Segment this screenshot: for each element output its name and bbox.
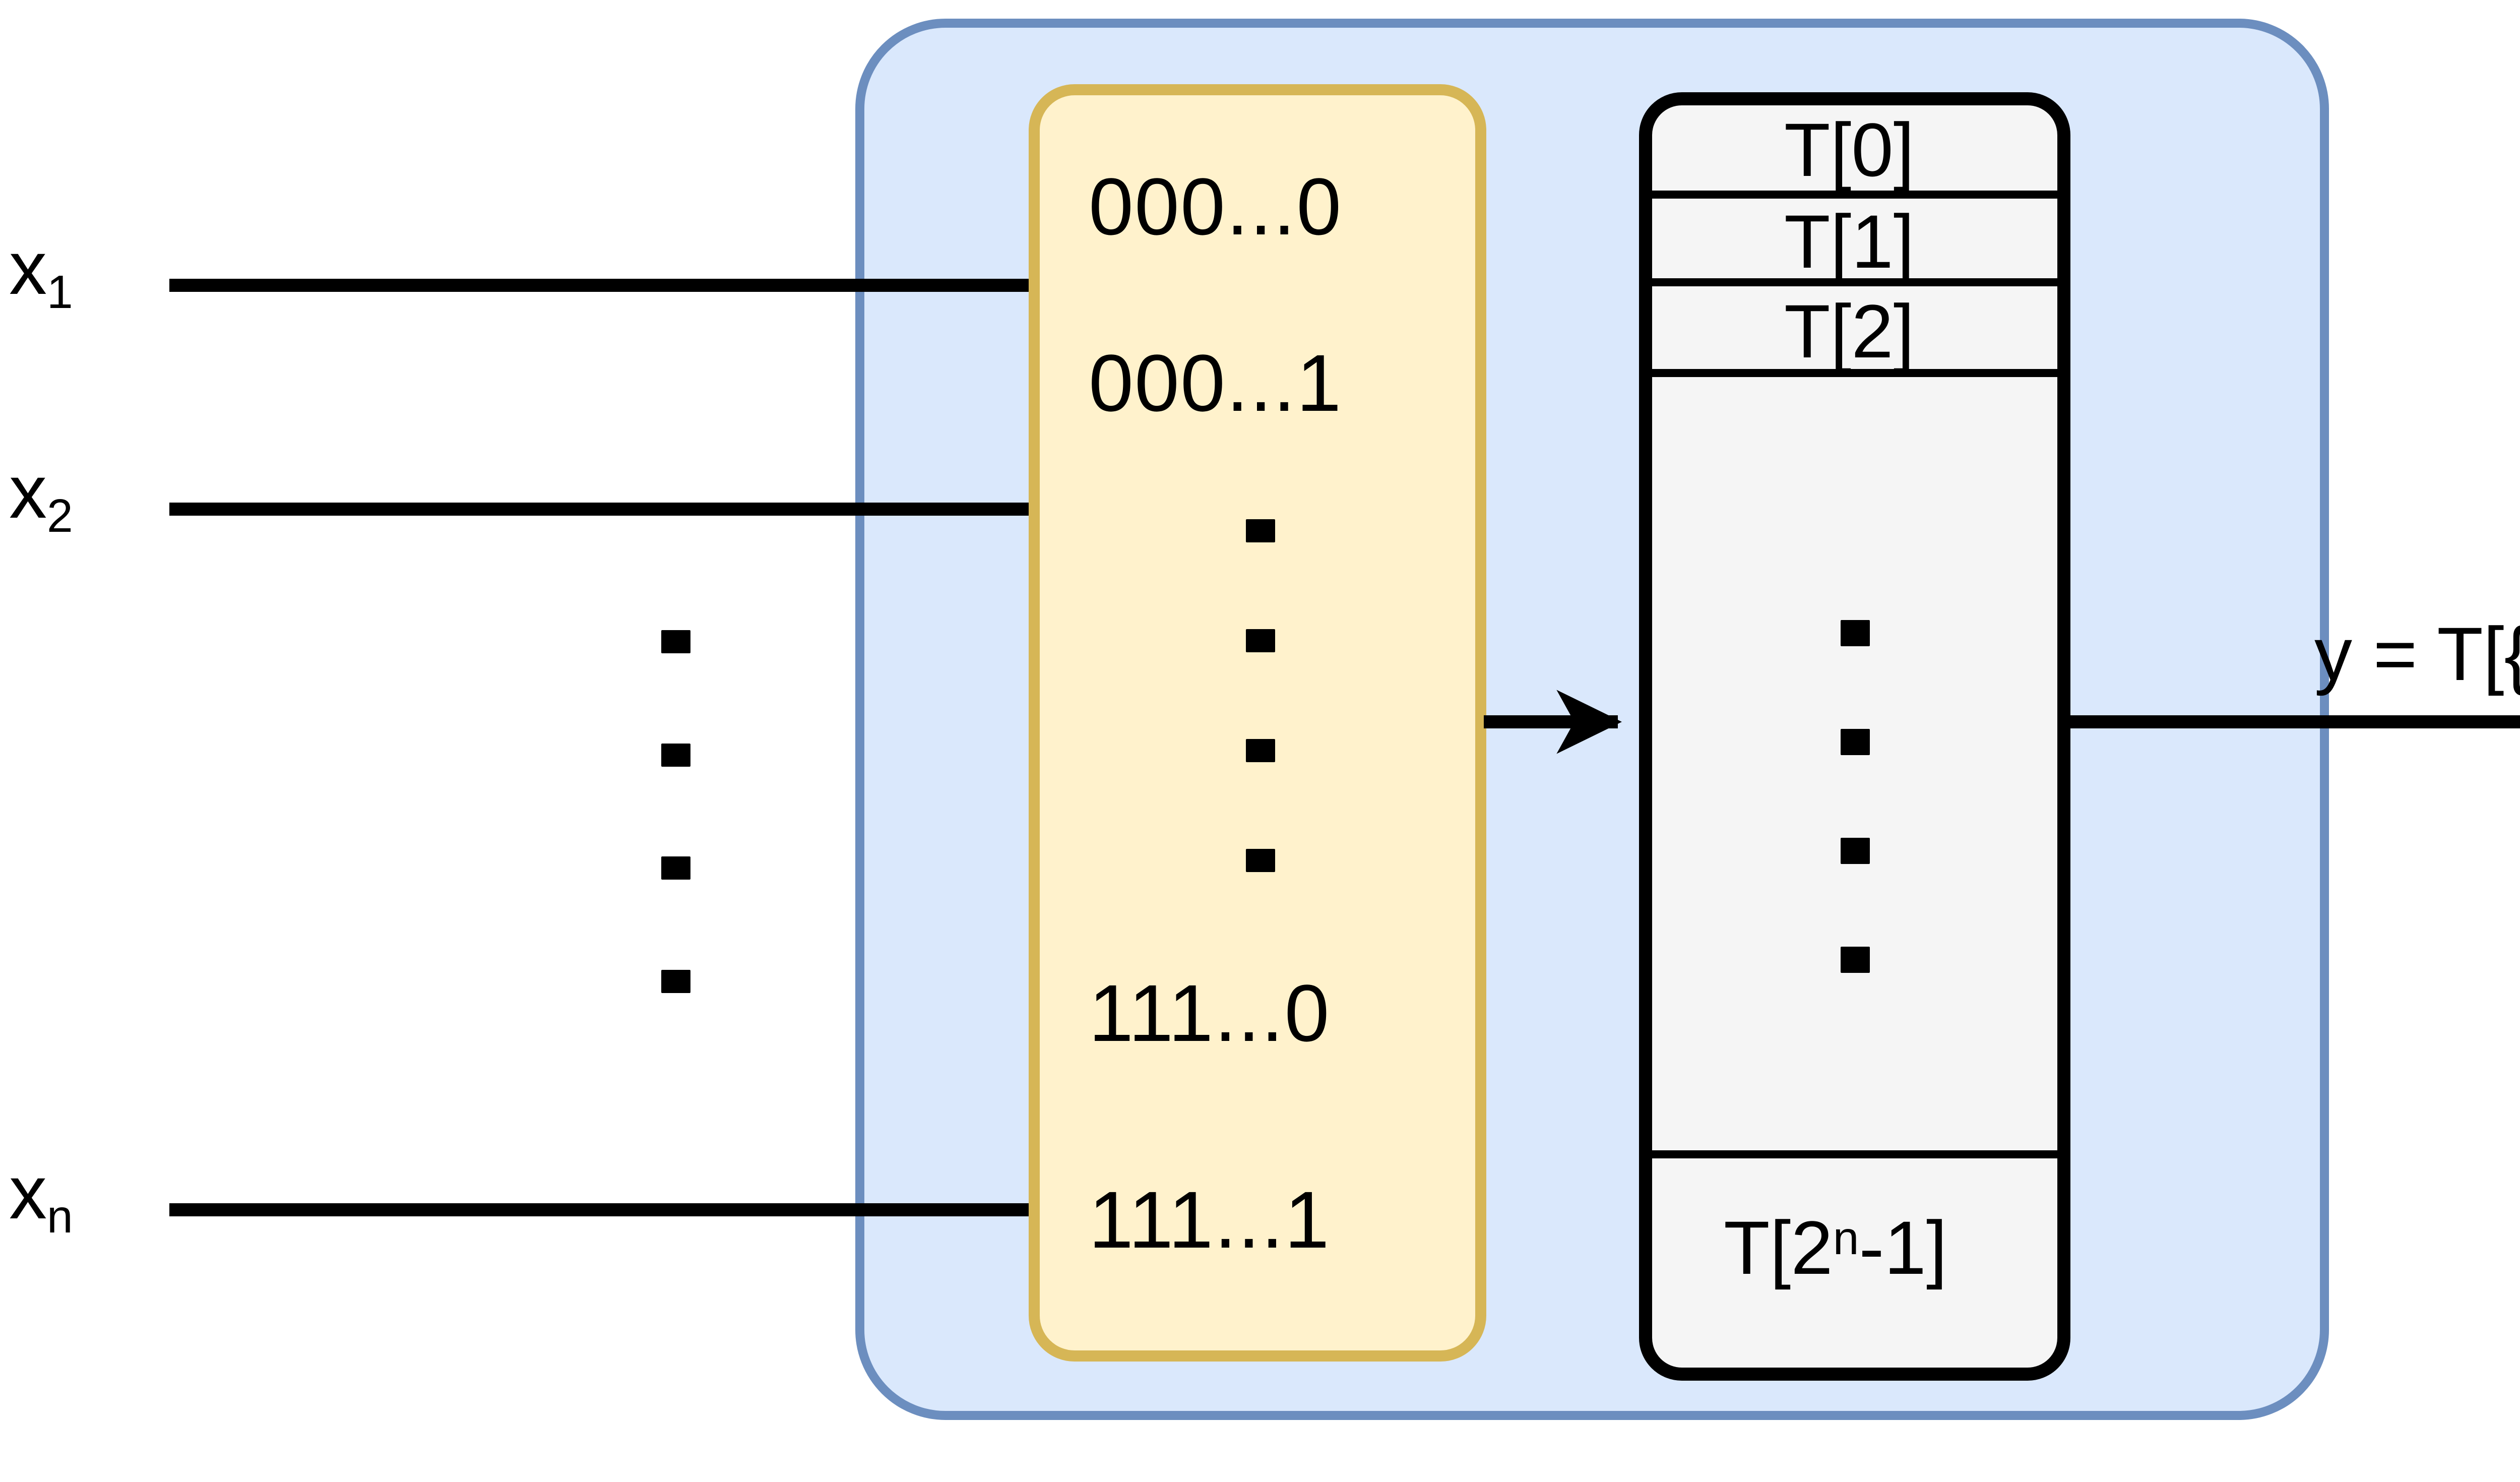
input-label-x2-subscript: 2 [47,489,73,542]
table-vertical-ellipsis-icon [1840,620,1871,973]
input-label-x2: x2 [9,449,73,542]
output-prefix: y = T[{x [2314,611,2520,696]
output-expression: y = T[{x1, x2, ..., xn}] [2314,616,2520,702]
address-vertical-ellipsis-icon [1245,519,1276,872]
table-cell-0: T[0] [1784,107,1915,192]
table-cell-last-suffix: -1] [1859,1205,1947,1290]
address-row-1: 000...1 [1089,338,1343,428]
table-cell-1: T[1] [1784,199,1915,284]
table-cell-last: T[2n-1] [1724,1210,1947,1285]
input-label-x1-subscript: 1 [47,265,73,318]
address-row-0: 000...0 [1089,161,1343,252]
input-label-x1: x1 [9,225,73,318]
address-row-2: 111...0 [1089,968,1331,1058]
table-cell-2: T[2] [1784,289,1915,374]
input-label-xn: xn [9,1150,73,1243]
address-row-3: 111...1 [1089,1175,1331,1265]
input-vertical-ellipsis-icon [660,630,691,993]
address-block [1029,84,1486,1362]
table-cell-last-exponent: n [1833,1211,1859,1264]
input-label-xn-subscript: n [47,1190,73,1243]
table-cell-last-base: T[2 [1724,1205,1833,1290]
